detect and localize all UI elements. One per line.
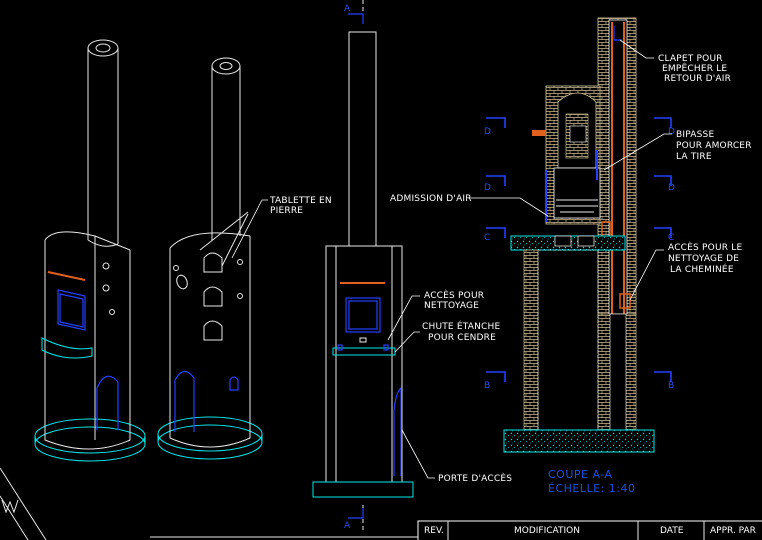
marker-c-left: C	[484, 233, 490, 243]
label-porte: PORTE D'ACCÈS	[438, 472, 512, 484]
label-acces-cheminee-2: NETTOYAGE DE	[668, 254, 739, 264]
marker-b-right: B	[668, 381, 674, 391]
marker-d-left: D	[484, 127, 491, 137]
isometric-view-1	[34, 39, 146, 462]
section-a-a: D D C B D D C B COUPE A-A ÉCHELLE: 1:40	[484, 17, 675, 495]
title-block: REV. MODIFICATION DATE APPR. PAR	[150, 520, 762, 540]
label-acces-nettoyage-2: NETTOYAGE	[424, 301, 479, 311]
leader-lines	[231, 39, 672, 479]
label-bipasse-3: LA TIRE	[676, 152, 712, 162]
label-tablette-1: TABLETTE EN	[269, 196, 332, 206]
section-scale: ÉCHELLE: 1:40	[548, 482, 635, 495]
label-tablette-2: PIERRE	[270, 206, 303, 216]
north-arrow-icon	[0, 467, 47, 540]
label-clapet-1: CLAPET POUR	[658, 54, 723, 64]
label-acces-nettoyage-1: ACCÈS POUR	[424, 289, 484, 301]
marker-d-left-2: D	[484, 183, 491, 193]
title-modification: MODIFICATION	[514, 526, 580, 536]
annotations: TABLETTE EN PIERRE ACCÈS POUR NETTOYAGE …	[269, 54, 752, 484]
marker-d-right-2: D	[668, 183, 675, 193]
label-acces-cheminee-1: ACCÈS POUR LE	[668, 241, 742, 253]
marker-c-right: C	[668, 233, 674, 243]
label-bipasse-2: POUR AMORCER	[676, 141, 752, 151]
label-chute-2: POUR CENDRE	[428, 333, 496, 343]
title-appr: APPR. PAR	[710, 526, 756, 536]
section-marker-a-bottom: A	[344, 521, 351, 531]
label-clapet-2: EMPÊCHER LE	[662, 62, 727, 74]
label-chute-1: CHUTE ÉTANCHE	[422, 320, 501, 332]
title-date: DATE	[660, 526, 684, 536]
isometric-view-2	[157, 57, 263, 460]
label-bipasse-1: BIPASSE	[676, 130, 714, 140]
title-rev: REV.	[424, 526, 444, 536]
label-acces-cheminee-3: LA CHEMINÉE	[670, 263, 734, 275]
section-title: COUPE A-A	[548, 468, 613, 481]
marker-b-left: B	[484, 381, 490, 391]
marker-d-right: D	[668, 127, 675, 137]
label-clapet-3: RETOUR D'AIR	[664, 74, 731, 84]
section-marker-a-top: A	[344, 4, 351, 14]
label-admission: ADMISSION D'AIR	[390, 194, 472, 204]
front-elevation: A A	[312, 0, 414, 531]
